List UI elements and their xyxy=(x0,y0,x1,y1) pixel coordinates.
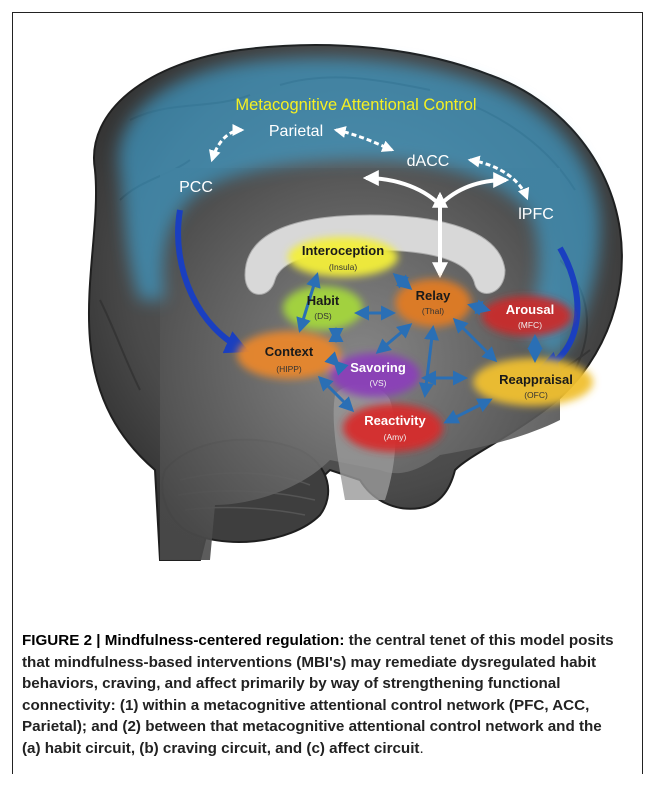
node-savoring: Savoring xyxy=(350,360,406,375)
caption-end: . xyxy=(419,740,423,757)
node-reactivity: Reactivity xyxy=(364,413,426,428)
node-reappraisal: Reappraisal xyxy=(499,372,573,387)
region-insula: (Insula) xyxy=(329,262,358,272)
region-amy: (Amy) xyxy=(384,432,407,442)
label-dacc: dACC xyxy=(407,153,450,170)
node-interoception: Interoception xyxy=(302,243,384,258)
region-ofc: (OFC) xyxy=(524,390,548,400)
node-arousal: Arousal xyxy=(506,302,554,317)
node-habit: Habit xyxy=(307,293,340,308)
label-lpfc: lPFC xyxy=(518,206,554,223)
region-vs: (VS) xyxy=(370,378,387,388)
region-ds: (DS) xyxy=(314,311,332,321)
region-thal: (Thal) xyxy=(422,306,444,316)
caption-body: the central tenet of this model posits t… xyxy=(22,632,614,757)
label-pcc: PCC xyxy=(179,179,213,196)
figure-caption: FIGURE 2 | Mindfulness-centered regulati… xyxy=(22,630,622,760)
label-parietal: Parietal xyxy=(269,123,323,140)
caption-label: FIGURE 2 | Mindfulness-centered regulati… xyxy=(22,632,344,649)
diagram-title: Metacognitive Attentional Control xyxy=(235,96,476,114)
node-relay: Relay xyxy=(416,288,451,303)
region-mfc: (MFC) xyxy=(518,320,542,330)
brain-diagram: Metacognitive Attentional Control Pariet… xyxy=(0,0,656,620)
region-hipp: (HIPP) xyxy=(276,364,302,374)
node-context: Context xyxy=(265,344,314,359)
